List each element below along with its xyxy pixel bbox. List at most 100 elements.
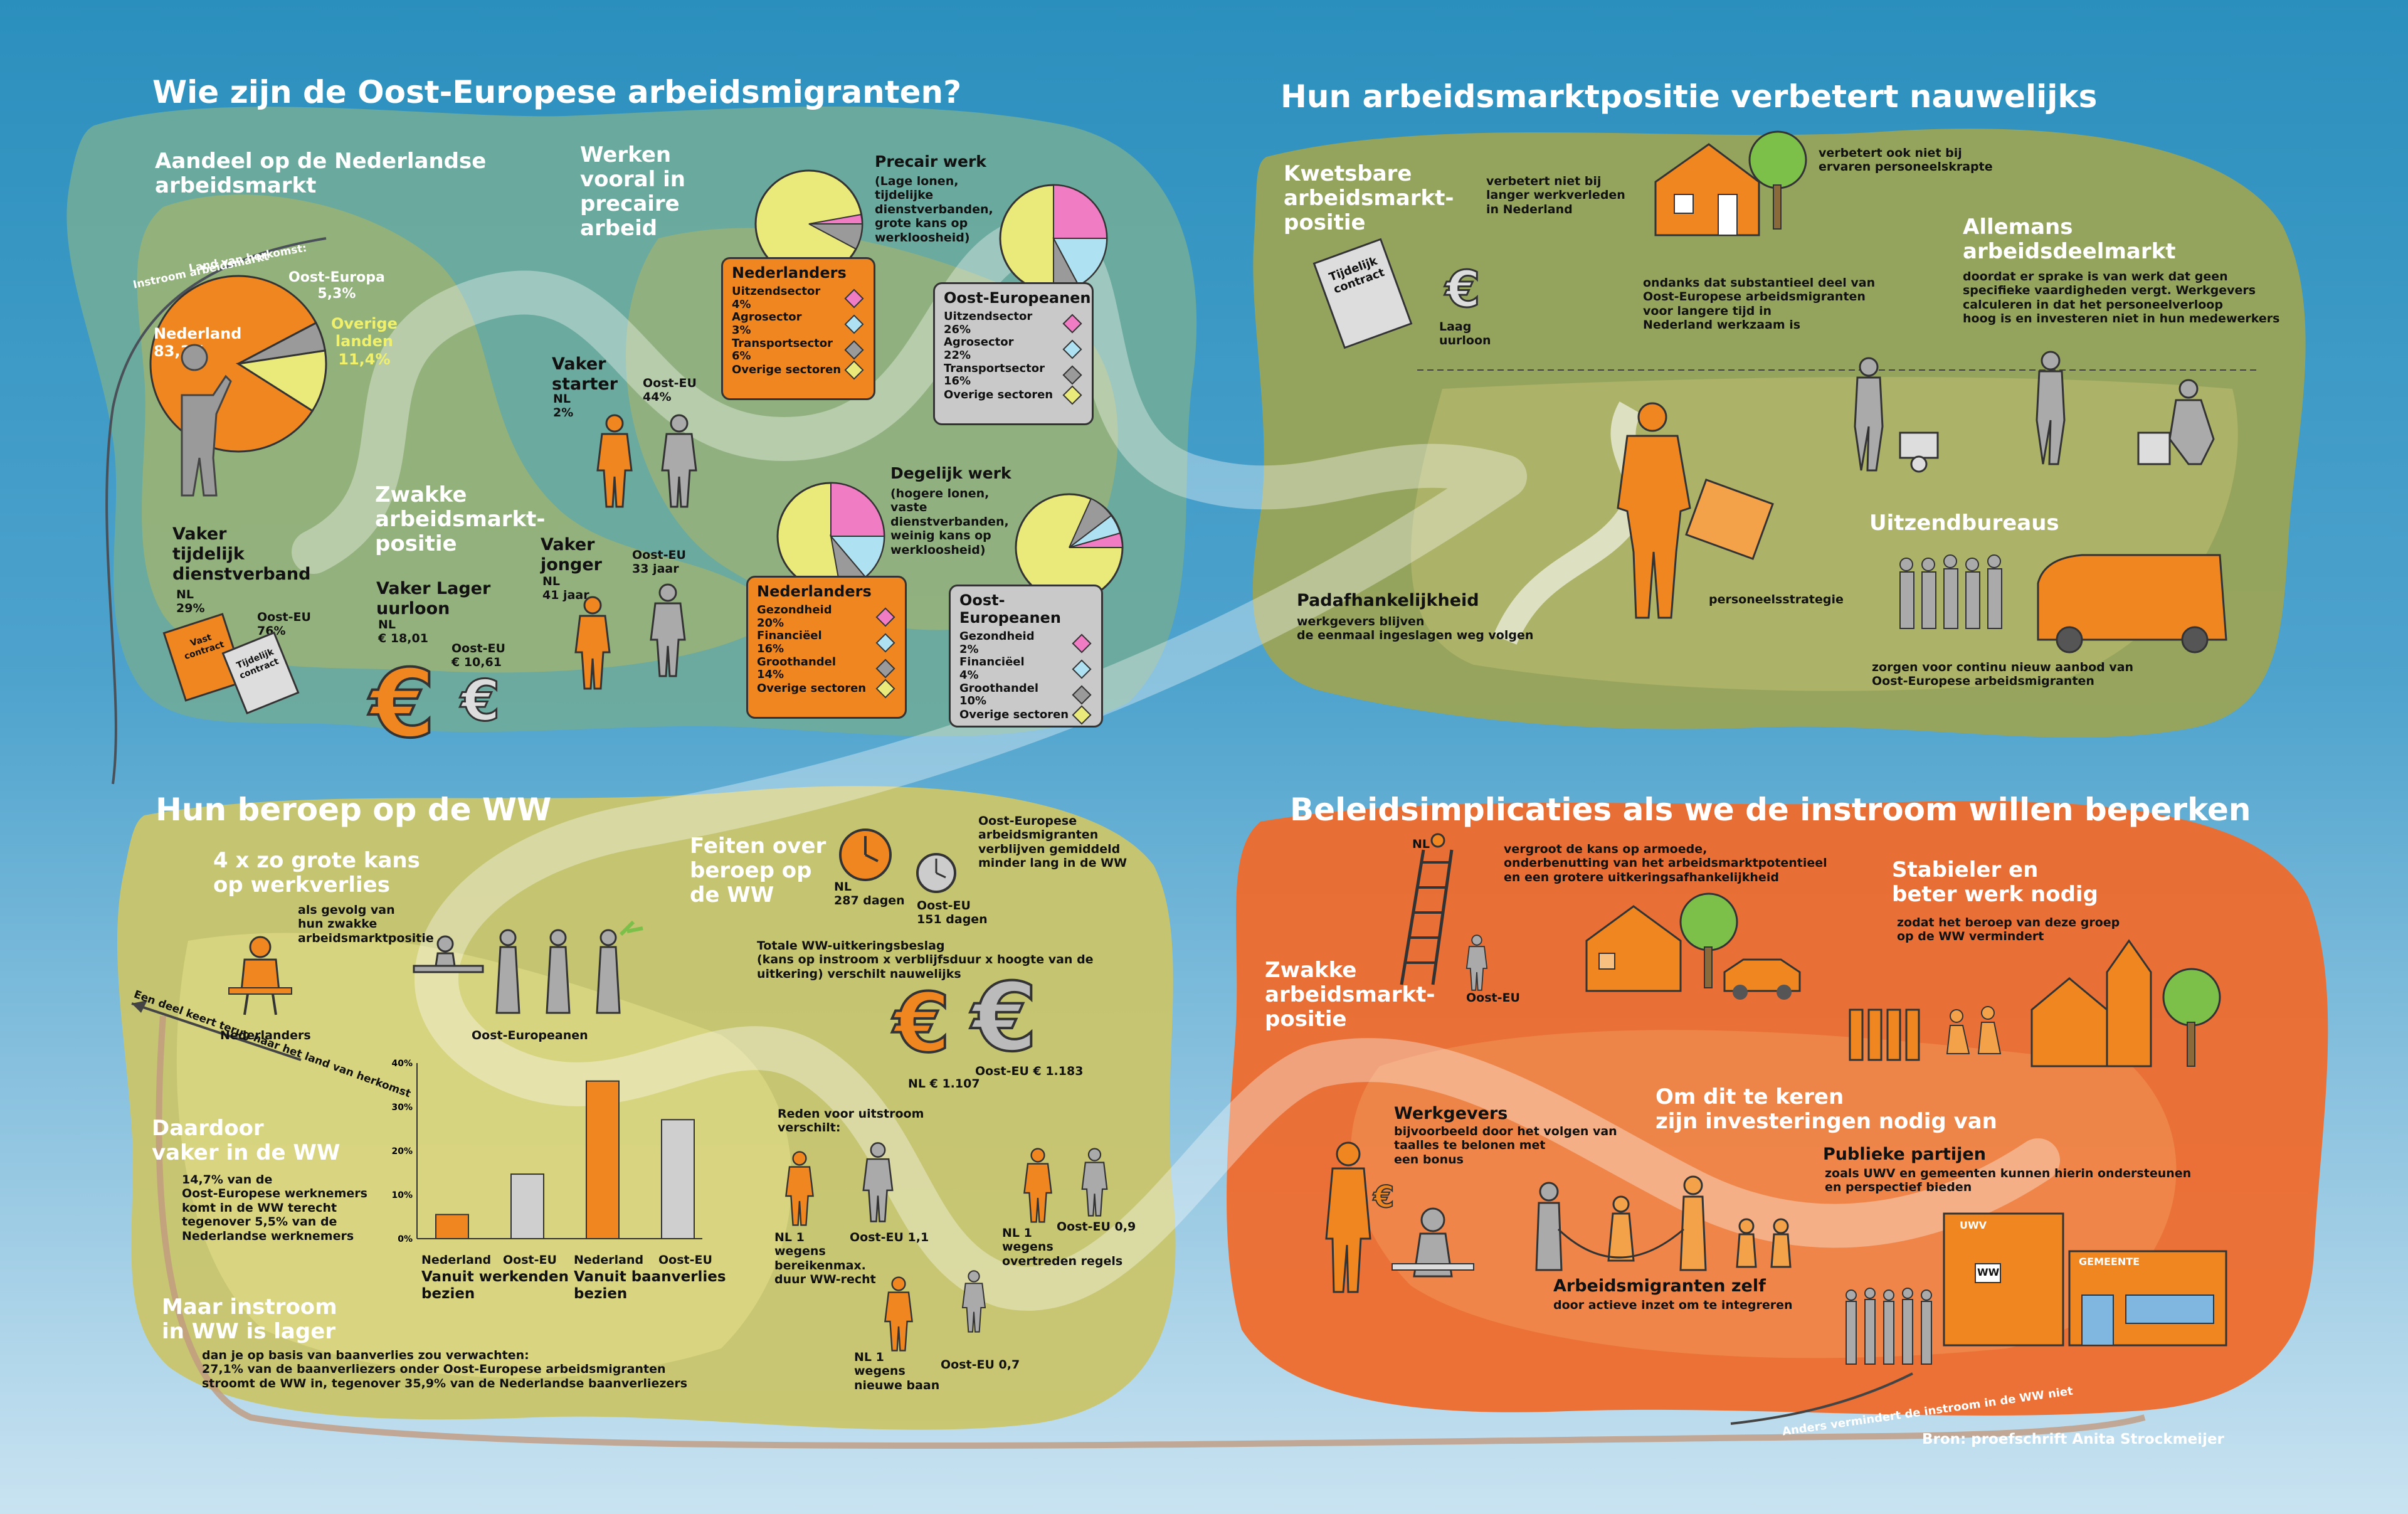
uitzend-van-icon	[1899, 554, 2227, 654]
reden-person-1	[785, 1151, 814, 1226]
tijdelijk-oe: Oost-EU 76%	[257, 610, 311, 638]
house-tree-icon	[1654, 130, 1807, 236]
reden-text: Reden voor uitstroom verschilt:	[778, 1107, 924, 1135]
loon-oe: Oost-EU € 10,61	[452, 642, 505, 670]
sector-row: Gezondheid 2%	[959, 630, 1092, 656]
tijdelijk-nl: NL 29%	[176, 588, 205, 616]
bar-y-tick: 40%	[391, 1059, 413, 1069]
starter-title: Vaker starter	[552, 354, 618, 394]
q3-title: Hun beroep op de WW	[156, 791, 552, 828]
verbetert-ook: verbetert ook niet bij ervaren personeel…	[1819, 146, 1993, 174]
starter-nl: NL 2%	[553, 392, 574, 420]
bar-y-tick: 20%	[391, 1146, 413, 1157]
padafh-desc: werkgevers blijven de eenmaal ingeslagen…	[1297, 615, 1534, 643]
sector-label: Uitzendsector 26%	[944, 310, 1033, 336]
tijdelijk-title: Vaker tijdelijk dienstverband	[172, 524, 311, 584]
bar-3	[586, 1080, 620, 1240]
sector-label: Groothandel 10%	[959, 681, 1039, 708]
totale-text: Totale WW-uitkeringsbeslag (kans op inst…	[757, 939, 1094, 981]
daardoor-desc: 14,7% van de Oost-Europese werknemers ko…	[182, 1173, 367, 1243]
kans-desc: als gevolg van hun zwakke arbeidsmarktpo…	[298, 903, 434, 945]
laag-uurloon: Laag uurloon	[1439, 320, 1491, 348]
sector-label: Gezondheid 20%	[757, 603, 832, 630]
sector-label: Agrosector 3%	[732, 310, 802, 337]
degelijk-oe-pie	[1015, 493, 1124, 602]
r2-nl: NL 1 wegens overtreden regels	[1002, 1226, 1123, 1268]
desk-worker-orange	[228, 936, 292, 1015]
euro-orange-icon: €	[369, 648, 436, 760]
sector-diamond-icon	[875, 659, 895, 679]
q4-nl: NL	[1412, 837, 1430, 851]
sector-label: Uitzendsector 4%	[732, 285, 821, 311]
q1-share-title: Aandeel op de Nederlandse arbeidsmarkt	[155, 149, 487, 199]
maar-title: Maar instroom in WW is lager	[162, 1294, 337, 1345]
zelf-title: Arbeidsmigranten zelf	[1553, 1276, 1766, 1296]
precair-nl-pie	[754, 169, 863, 278]
person-orange-jonger	[574, 596, 611, 690]
bar-group-2: Vanuit baanverlies bezien	[574, 1269, 726, 1303]
werken-title: Werken vooral in precaire arbeid	[580, 142, 685, 241]
reden-person-5	[884, 1276, 913, 1352]
feiten-title: Feiten over beroep op de WW	[690, 834, 826, 908]
degelijk-nl-pie	[776, 482, 885, 591]
flow-path	[292, 216, 2060, 1311]
reden-person-6	[961, 1270, 986, 1333]
sector-row: Financiëel 4%	[959, 655, 1092, 682]
sector-label: Overige sectoren	[944, 388, 1054, 401]
bar-y-tick: 0%	[398, 1234, 413, 1244]
jumprope-icon	[1535, 1175, 1792, 1271]
sector-label: Agrosector 22%	[944, 336, 1014, 363]
sector-label: Groothandel 14%	[757, 655, 837, 682]
publieke-title: Publieke partijen	[1823, 1145, 1986, 1164]
sector-row: Uitzendsector 26%	[944, 310, 1083, 336]
workers-group-icon	[1854, 351, 2215, 473]
ww-euro-orange: €	[892, 974, 951, 1072]
werkgevers-title: Werkgevers	[1394, 1104, 1508, 1123]
sector-label: Financiëel 16%	[757, 629, 822, 656]
bar-1	[435, 1214, 469, 1239]
bar-4	[661, 1119, 695, 1239]
sector-diamond-icon	[1062, 339, 1082, 359]
sector-label: Transportsector 16%	[944, 361, 1045, 388]
q4-oost-eu: Oost-EU	[1466, 991, 1520, 1005]
publieke-desc: zoals UWV en gemeenten kunnen hierin ond…	[1825, 1167, 2192, 1195]
sector-row: Financiëel 16%	[757, 629, 896, 656]
ondanks-text: ondanks dat substantieel deel van Oost-E…	[1643, 276, 1876, 332]
bar-group-1: Vanuit werkenden bezien	[421, 1269, 569, 1303]
uitzendbureaus-title: Uitzendbureaus	[1869, 511, 2059, 536]
reden-person-4	[1081, 1148, 1108, 1217]
reden-person-3	[1023, 1148, 1052, 1223]
sector-diamond-icon	[1062, 314, 1082, 334]
allemans-title: Allemans arbeidsdeelmarkt	[1963, 214, 2176, 265]
jonger-title: Vaker jonger	[541, 535, 602, 574]
q2-title: Hun arbeidsmarktpositie verbetert nauwel…	[1281, 78, 2098, 115]
nederlanders-label: Nederlanders	[220, 1029, 311, 1042]
painter-figure	[181, 344, 232, 497]
bar-cat-2: Oost-EU	[503, 1253, 557, 1267]
bar-y-tick: 10%	[391, 1190, 413, 1200]
return-arrow	[156, 1015, 2146, 1449]
allemans-desc: doordat er sprake is van werk dat geen s…	[1963, 270, 2280, 326]
werkgevers-desc: bijvoorbeeld door het volgen van taalles…	[1394, 1125, 1617, 1167]
sector-row: Overige sectoren	[732, 360, 865, 380]
padafh-title: Padafhankelijkheid	[1297, 591, 1479, 610]
r3-nl: NL 1 wegens nieuwe baan	[854, 1350, 940, 1392]
om-dit-title: Om dit te keren zijn investeringen nodig…	[1656, 1084, 1997, 1135]
person-gray-jonger	[650, 583, 686, 677]
sector-diamond-icon	[1072, 659, 1092, 679]
r3-oe: Oost-EU 0,7	[941, 1358, 1020, 1372]
loon-nl: NL € 18,01	[378, 618, 428, 646]
pie-label-oost-europa: Oost-Europa 5,3%	[288, 270, 385, 302]
ww-bar-chart: 0%10%20%30%40%	[391, 1059, 702, 1244]
precair-oe-box: Oost-Europeanen Uitzendsector 26%Agrosec…	[933, 282, 1094, 425]
euro-gray-icon: €	[460, 667, 502, 734]
sector-label: Financiëel 4%	[959, 655, 1025, 682]
jonger-nl: NL 41 jaar	[542, 574, 589, 603]
person-orange-starter	[596, 414, 633, 508]
kans-title: 4 x zo grote kans op werkverlies	[213, 848, 420, 898]
pie-slice-overige-landen	[235, 349, 327, 413]
sector-row: Gezondheid 20%	[757, 603, 896, 630]
r1-nl: NL 1 wegens bereikenmax. duur WW-recht	[774, 1231, 876, 1287]
r1-oe: Oost-EU 1,1	[850, 1231, 929, 1244]
q1-title: Wie zijn de Oost-Europese arbeidsmigrant…	[152, 74, 962, 110]
